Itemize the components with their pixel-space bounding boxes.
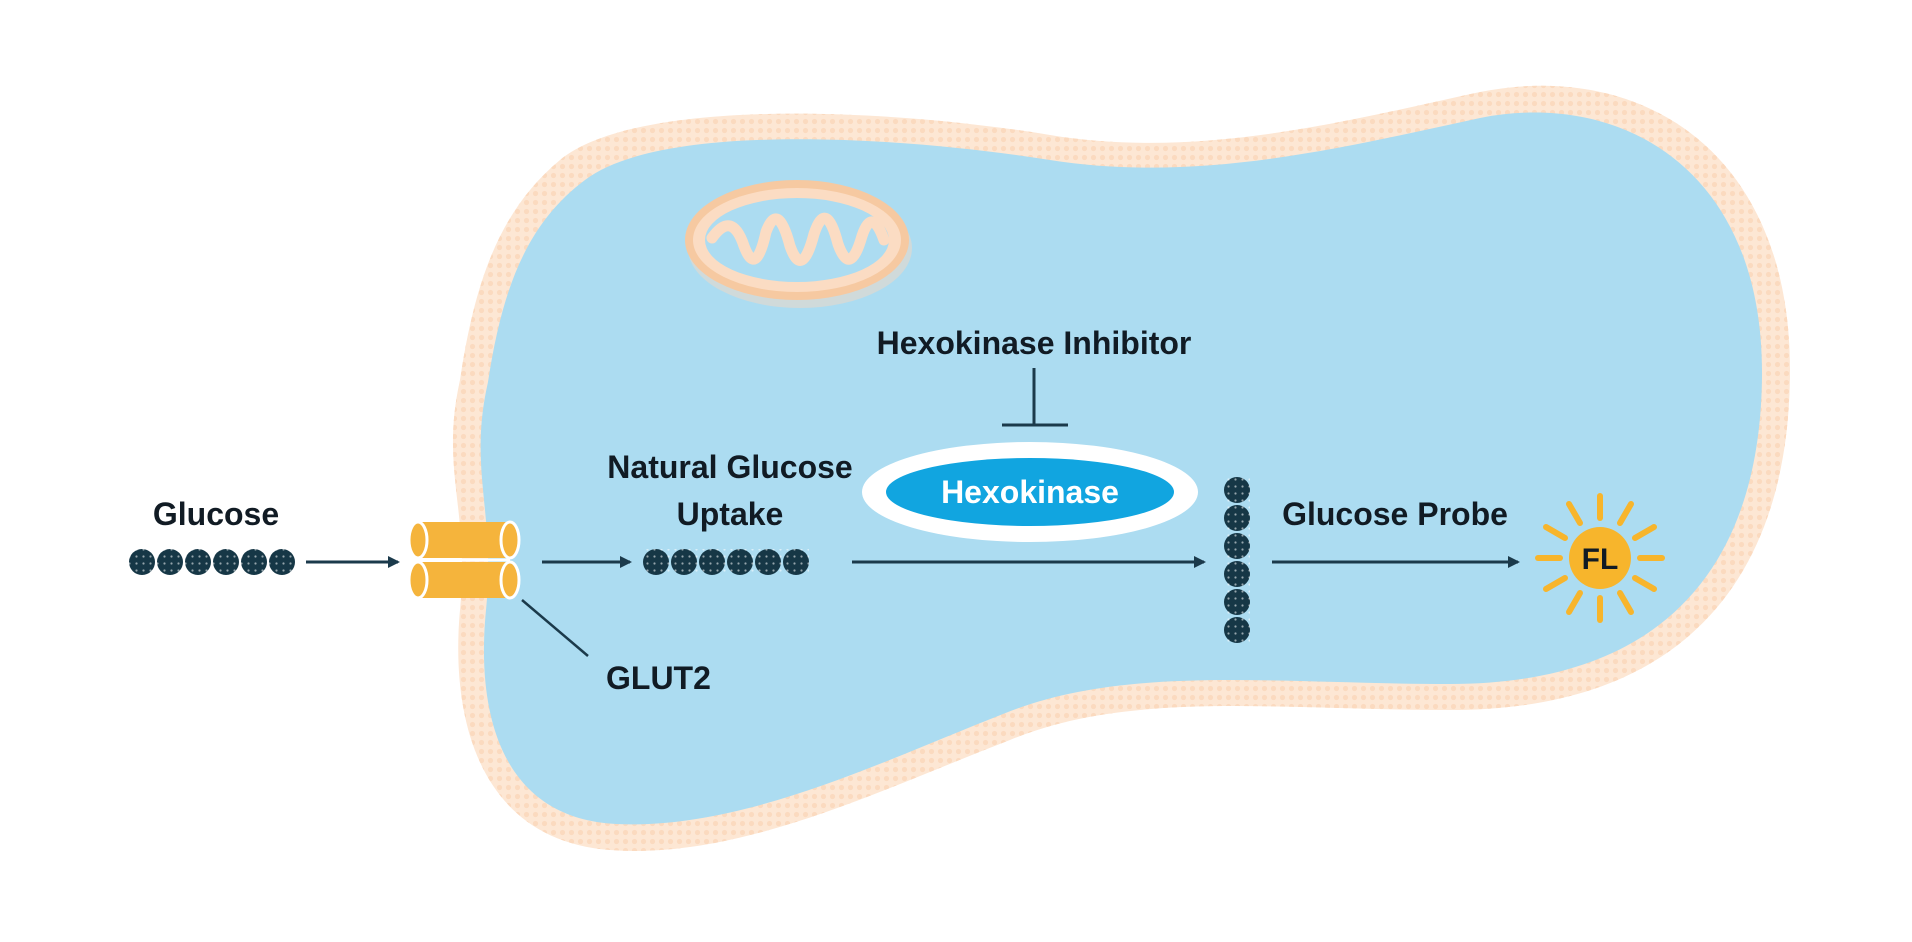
glut2-pointer-line — [521, 599, 589, 657]
sun-fluorescence-icon: FL — [1535, 493, 1665, 623]
hexokinase-inhibitor-label: Hexokinase Inhibitor — [877, 325, 1192, 361]
fluorescence-label: FL — [1582, 543, 1619, 576]
glut2-label: GLUT2 — [606, 660, 711, 696]
glucose-probe-label: Glucose Probe — [1282, 496, 1508, 532]
hexokinase-enzyme: Hexokinase — [862, 442, 1198, 542]
glucose-probe-chain — [1224, 477, 1250, 643]
glucose-chain-intracellular — [643, 549, 809, 575]
glucose-label: Glucose — [153, 496, 279, 532]
glut2-transporter-icon — [407, 520, 521, 600]
inhibition-symbol — [1002, 368, 1068, 427]
mitochondrion-icon — [685, 180, 912, 308]
hexokinase-label: Hexokinase — [941, 474, 1119, 510]
natural-uptake-label-line2: Uptake — [677, 496, 784, 532]
natural-uptake-label-line1: Natural Glucose — [607, 449, 852, 485]
glucose-chain-extracellular — [129, 549, 295, 575]
